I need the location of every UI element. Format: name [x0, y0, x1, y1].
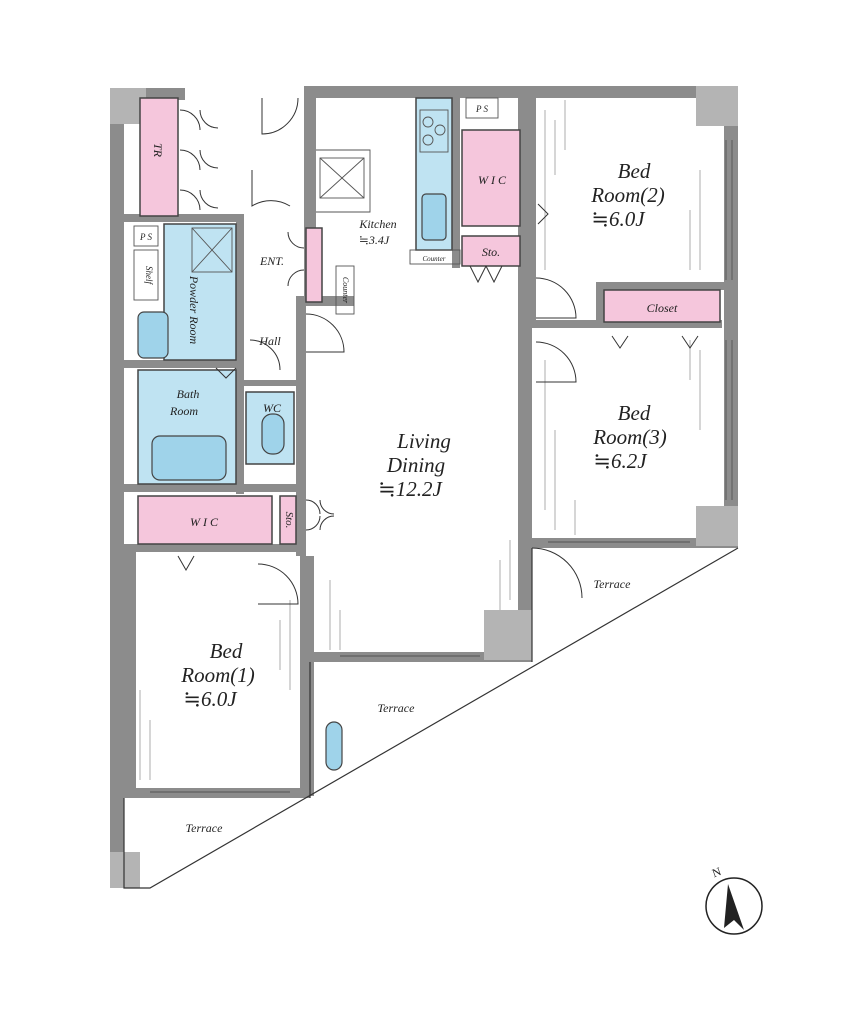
- wic-left-label: W I C: [190, 515, 219, 529]
- wic-top: [461, 129, 521, 227]
- sto-top: [461, 235, 521, 267]
- tr-label: TR: [151, 143, 165, 158]
- counter-kitchen-label: Counter: [423, 255, 446, 263]
- closet-label: Closet: [647, 301, 678, 315]
- bathtub: [151, 435, 227, 481]
- ps-top-label: P S: [475, 104, 489, 114]
- north-compass-icon: N: [705, 864, 763, 935]
- sto-top-label: Sto.: [482, 245, 500, 259]
- bath-room-label-1: Bath: [177, 387, 200, 401]
- bed2-label-1: Bed: [618, 159, 651, 183]
- bed3-label-2: Room(3): [592, 425, 666, 449]
- storage-areas: [137, 97, 721, 545]
- powder-room-label: Powder Room: [187, 275, 201, 345]
- north-label: N: [710, 864, 723, 880]
- terrace-edge: [123, 547, 739, 889]
- terrace-mid-label: Terrace: [378, 701, 416, 715]
- bed3-label-1: Bed: [618, 401, 651, 425]
- entrance-label: ENT.: [259, 254, 284, 268]
- kitchen-label: Kitchen: [358, 217, 396, 231]
- terrace-right-label: Terrace: [594, 577, 632, 591]
- hatching: [139, 100, 701, 780]
- living-label-2: Dining: [386, 453, 445, 477]
- bed2-size-label: ≒6.0J: [591, 207, 646, 231]
- stove-icon: [419, 109, 449, 153]
- kitchen-sink: [421, 193, 447, 241]
- wet-areas: [137, 97, 453, 771]
- x-boxes: [191, 157, 365, 273]
- bath-room-label-2: Room: [169, 404, 198, 418]
- doors: [177, 97, 699, 605]
- bed1-label-1: Bed: [210, 639, 243, 663]
- sto-mid: [279, 495, 297, 545]
- kitchen-counter-strip: [409, 249, 461, 265]
- terrace-left-label: Terrace: [186, 821, 224, 835]
- interior-walls: [124, 98, 724, 556]
- sto-mid-label: Sto.: [283, 512, 295, 529]
- ps-left-label: P S: [139, 232, 153, 242]
- kitchen-back-counter: [316, 149, 371, 213]
- tr-closet: [139, 97, 179, 217]
- aircon-unit: [325, 721, 343, 771]
- windows: [150, 140, 733, 793]
- kitchen-size-label: ≒3.4J: [359, 233, 390, 247]
- counter-ent-label: Counter: [341, 277, 350, 304]
- washbasin: [137, 311, 169, 359]
- toilet: [261, 413, 285, 455]
- wc-label: WC: [263, 401, 282, 415]
- room-labels: TR P S P S Shelf Kitchen ≒3.4J Counter C…: [139, 104, 678, 835]
- hall-label: Hall: [258, 334, 281, 348]
- closet: [603, 289, 721, 323]
- bed2-label-2: Room(2): [590, 183, 664, 207]
- shelf-label: Shelf: [144, 266, 154, 285]
- ent-shoe-storage: [305, 227, 323, 303]
- living-size-label: ≒12.2J: [378, 477, 443, 501]
- powder-room: [163, 223, 237, 361]
- wic-left: [137, 495, 273, 545]
- wic-top-label: W I C: [478, 173, 507, 187]
- bed1-size-label: ≒6.0J: [183, 687, 238, 711]
- living-label-1: Living: [396, 429, 451, 453]
- bed1-label-2: Room(1): [180, 663, 254, 687]
- bed3-size-label: ≒6.2J: [593, 449, 648, 473]
- small-boxes: [133, 97, 499, 315]
